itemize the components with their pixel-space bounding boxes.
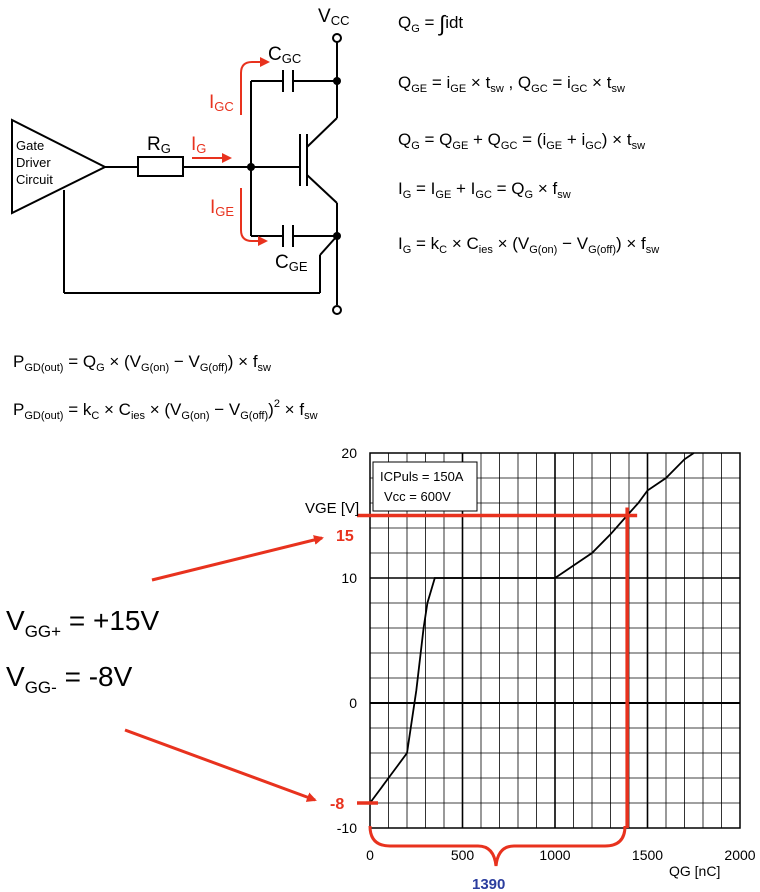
ige-label: IGE	[210, 197, 234, 219]
y-tick-label: 10	[341, 570, 357, 586]
driver-label-line-1: Gate	[16, 138, 44, 153]
x-tick-label: 0	[366, 847, 374, 863]
label-qg-1390: 1390	[472, 876, 505, 892]
qg-vge-curve	[369, 452, 695, 804]
chart-legend-line-1: ICPuls = 150A	[380, 469, 464, 484]
pointer-arrow-15	[151, 535, 324, 582]
eq-ig-sum: IG = IGE + IGC = QG × fsw	[398, 179, 571, 201]
chart-ylabel: VGE [V]	[305, 500, 359, 517]
cge-label: CGE	[275, 252, 308, 274]
ig-label: IG	[191, 134, 206, 156]
label-vge-m8: -8	[330, 796, 344, 813]
vcc-label: VCC	[318, 6, 349, 28]
junction-gate	[247, 163, 255, 171]
eq-qg: QG = ∫idt	[398, 11, 463, 36]
x-tick-label: 1500	[632, 847, 663, 863]
x-tick-label: 1000	[539, 847, 570, 863]
eq-qg-sum: QG = QGE + QGC = (iGE + iGC) × tsw	[398, 130, 645, 152]
eq-ig-k: IG = kC × Cies × (VG(on) − VG(off)) × fs…	[398, 234, 659, 256]
wire-return-diag	[319, 235, 338, 256]
cgc-label: CGC	[268, 44, 301, 66]
chart-legend-box	[372, 461, 478, 512]
qg-brace	[368, 825, 627, 867]
chart-xlabel: QG [nC]	[669, 863, 720, 879]
terminal-emitter	[332, 305, 342, 315]
eq-qge-qgc: QGE = iGE × tsw , QGC = iGC × tsw	[398, 73, 625, 95]
igc-label: IGC	[209, 92, 234, 114]
x-tick-label: 2000	[724, 847, 755, 863]
gate-charge-chart: 0 500 1000 1500 2000 20 10 0 -10 ICPuls = 150A V…	[305, 445, 756, 892]
vgg-plus-label: VGG+ = +15V	[6, 605, 159, 641]
chart-legend-line-2: Vcc = 600V	[384, 489, 451, 504]
eq-pgd-1: PGD(out) = QG × (VG(on) − VG(off)) × fsw	[13, 352, 271, 374]
equations: QG = ∫idt QGE = iGE × tsw , QGC = iGC × …	[13, 11, 659, 422]
junction-collector	[333, 77, 341, 85]
igc-arrow	[240, 57, 270, 115]
chart-markers	[357, 507, 638, 828]
y-tick-label: 20	[341, 445, 357, 461]
junction-emitter	[333, 232, 341, 240]
eq-pgd-2: PGD(out) = kC × Cies × (VG(on) − VG(off)…	[13, 398, 318, 422]
rg-label: RG	[147, 134, 171, 156]
y-tick-label: -10	[337, 820, 357, 836]
driver-label-line-2: Driver	[16, 155, 51, 170]
igbt-emitter-leg	[306, 174, 338, 204]
chart-series	[369, 452, 695, 804]
junction-dots	[247, 77, 341, 240]
vgg-minus-label: VGG- = -8V	[6, 661, 133, 697]
gate-driver-triangle	[11, 118, 108, 215]
ige-arrow	[240, 188, 268, 246]
label-vge-15: 15	[336, 528, 354, 545]
chart-tick-labels: 0 500 1000 1500 2000 20 10 0 -10	[337, 445, 756, 863]
y-tick-label: 0	[349, 695, 357, 711]
x-tick-label: 500	[451, 847, 475, 863]
pointer-arrow-m8	[124, 728, 317, 802]
driver-label-line-3: Circuit	[16, 172, 53, 187]
igbt-collector-leg	[306, 117, 338, 148]
terminal-collector	[332, 33, 342, 43]
resistor-rg	[137, 156, 184, 177]
